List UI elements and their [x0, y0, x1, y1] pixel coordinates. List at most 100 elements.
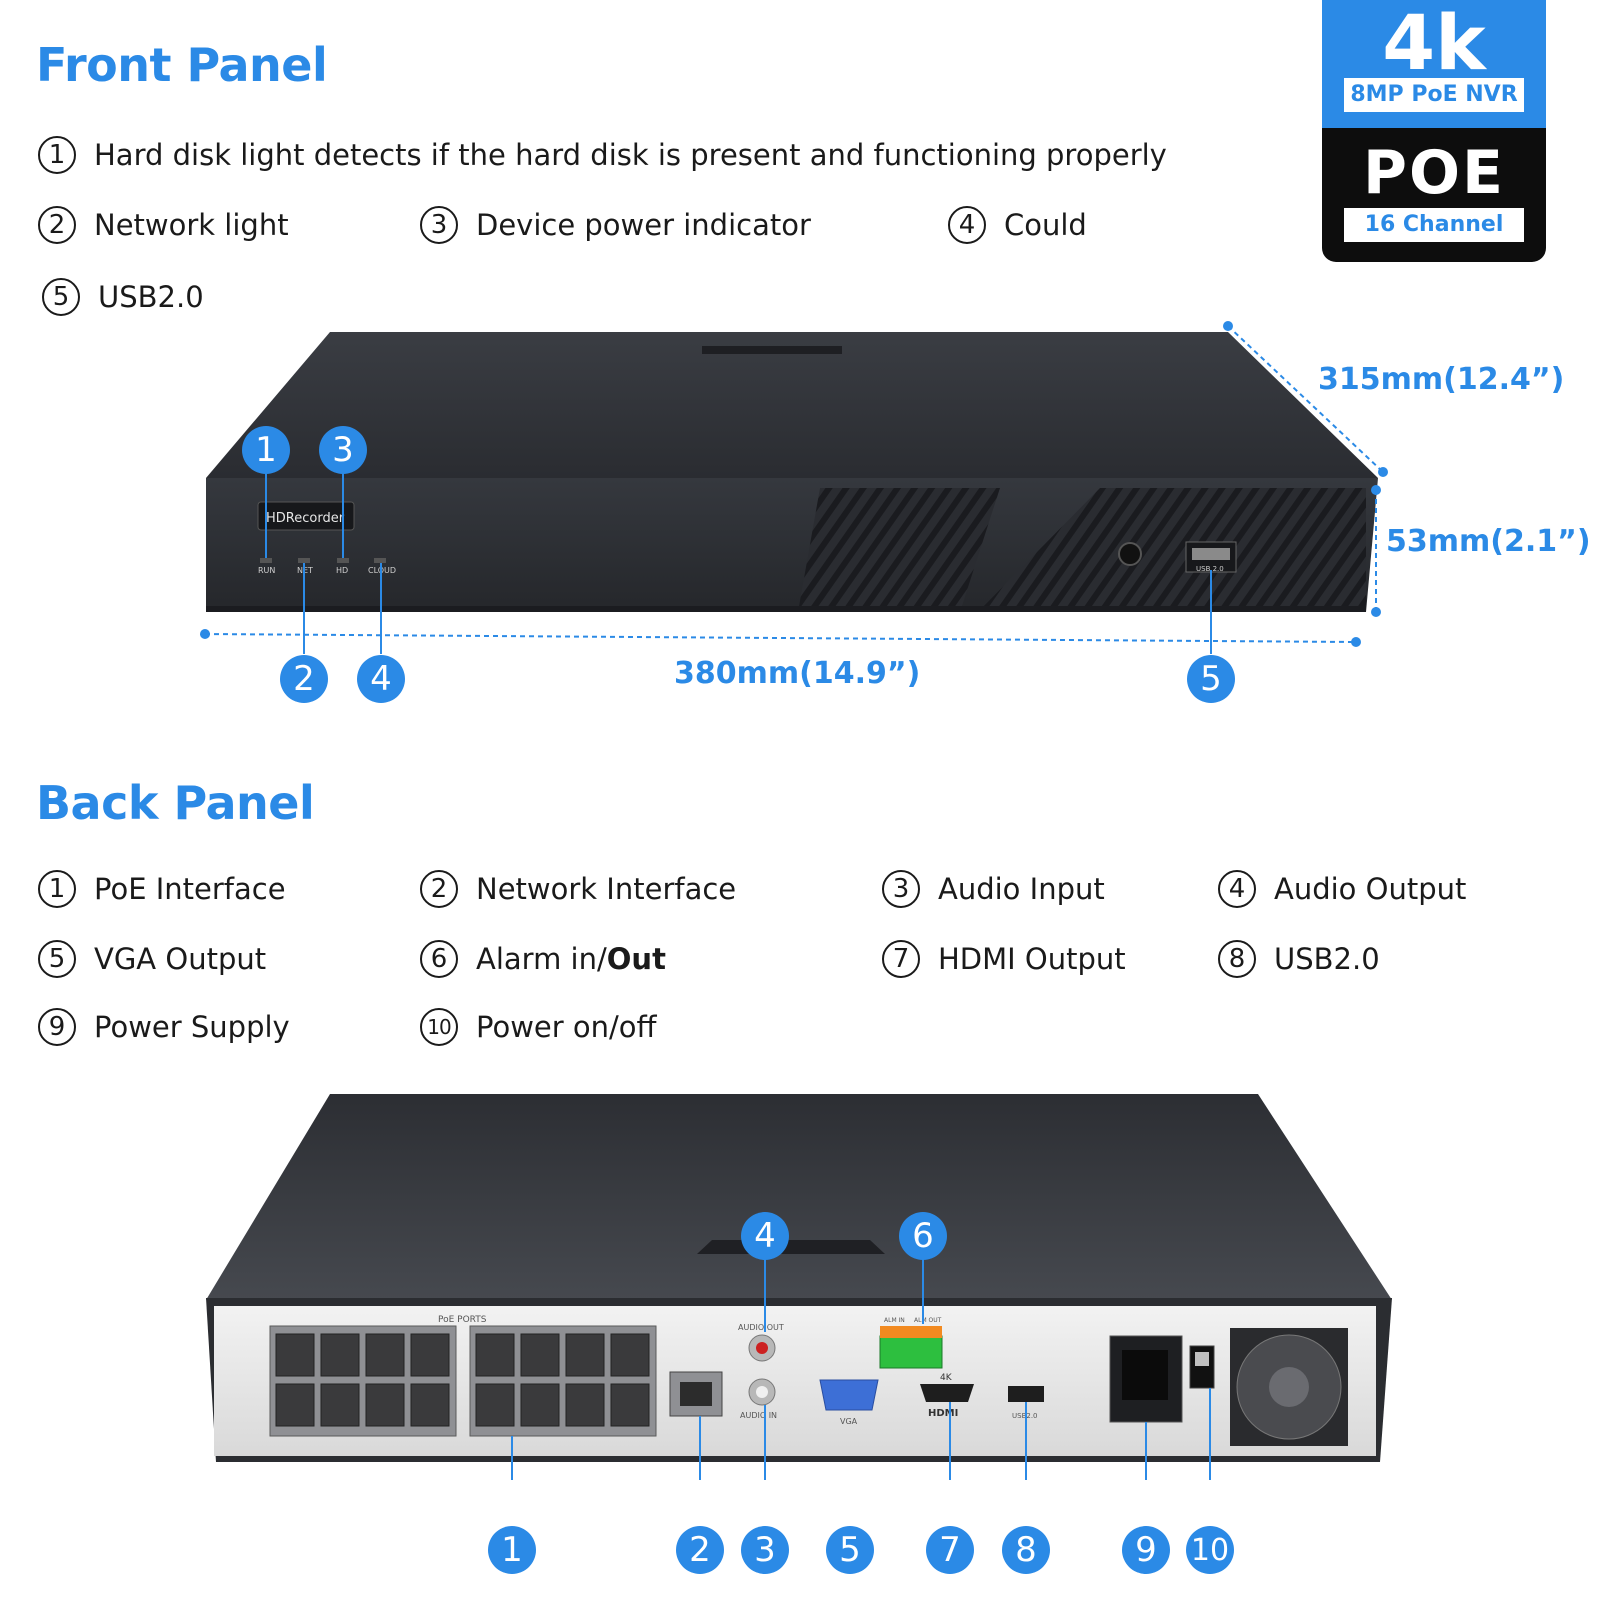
front-legend-item-1: 1 Hard disk light detects if the hard di…: [38, 136, 1167, 174]
back-legend-item-9: 9 Power Supply: [38, 1008, 290, 1046]
legend-label: Audio Input: [938, 872, 1105, 906]
vga-port: [819, 1379, 879, 1411]
back-legend-item-1: 1 PoE Interface: [38, 870, 286, 908]
legend-label: Alarm in/Out: [476, 942, 666, 976]
back-legend-item-10: 10 Power on/off: [420, 1008, 657, 1046]
label-plate: [257, 501, 355, 531]
product-badge: 4k 8MP PoE NVR POE 16 Channel: [1322, 0, 1546, 262]
led-run: [260, 558, 272, 563]
legend-label: VGA Output: [94, 942, 267, 976]
front-legend-item-4: 4 Could: [948, 206, 1087, 244]
top-vent: [697, 1240, 885, 1254]
device-label: HDRecorder: [266, 511, 345, 526]
rj45-port: [610, 1383, 650, 1427]
rj45-port: [275, 1383, 315, 1427]
rj45-port: [365, 1383, 405, 1427]
rj45-port: [410, 1333, 450, 1377]
audio-in-center: [756, 1386, 768, 1398]
front-legend-item-5: 5 USB2.0: [42, 278, 204, 316]
rj45-port: [610, 1333, 650, 1377]
led-label-cloud: CLOUD: [368, 566, 396, 575]
front-panel-title: Front Panel: [36, 38, 328, 92]
rj45-port: [520, 1383, 560, 1427]
network-port-hole: [680, 1382, 712, 1406]
legend-label: USB2.0: [1274, 942, 1380, 976]
power-button: [1118, 542, 1142, 566]
legend-label: Device power indicator: [476, 208, 811, 242]
stripe-area-1: [798, 488, 1000, 612]
led-net: [298, 558, 310, 563]
back-device-illustration: PoE PORTS AUDIO OUT AUDIO IN VGA ALM IN …: [206, 1094, 1392, 1480]
back-callout-4: 4: [741, 1212, 789, 1260]
back-legend-item-8: 8 USB2.0: [1218, 940, 1380, 978]
hdmi-label: HDMI: [928, 1408, 958, 1419]
back-device-top: [206, 1094, 1392, 1300]
alarm-terminal-top: [880, 1326, 942, 1338]
back-callout-5: 5: [826, 1526, 874, 1574]
circled-number: 7: [882, 940, 920, 978]
led-label-net: NET: [297, 566, 313, 575]
badge-top: 4k 8MP PoE NVR: [1322, 0, 1546, 128]
legend-label: Power Supply: [94, 1010, 290, 1044]
audio-out-label: AUDIO OUT: [738, 1323, 784, 1332]
badge-resolution: 4k: [1382, 0, 1486, 87]
back-legend-item-3: 3 Audio Input: [882, 870, 1105, 908]
badge-poe-logo: POE: [1363, 138, 1505, 208]
rj45-port: [475, 1333, 515, 1377]
circled-number: 2: [420, 870, 458, 908]
width-dim-end: [200, 629, 210, 639]
power-inlet-socket: [1122, 1350, 1168, 1400]
circled-number: 3: [882, 870, 920, 908]
led-cloud: [374, 558, 386, 563]
width-dim-line: [204, 633, 1357, 643]
back-legend-item-7: 7 HDMI Output: [882, 940, 1126, 978]
legend-label: Network Interface: [476, 872, 737, 906]
badge-bottom: POE 16 Channel: [1322, 128, 1546, 262]
legend-label-regular: Alarm in/: [476, 942, 607, 976]
front-callout-3: 3: [319, 426, 367, 474]
legend-label: Hard disk light detects if the hard disk…: [94, 138, 1167, 172]
legend-label: Network light: [94, 208, 289, 242]
circled-number: 1: [38, 870, 76, 908]
alarm-in-label: ALM IN: [884, 1317, 905, 1324]
stripe-area-2: [978, 488, 1366, 612]
circled-number: 9: [38, 1008, 76, 1046]
back-callout-10: 10: [1186, 1526, 1234, 1574]
badge-channels: 16 Channel: [1344, 208, 1524, 242]
badge-model: 8MP PoE NVR: [1344, 78, 1524, 112]
audio-in-label: AUDIO IN: [740, 1411, 777, 1420]
back-callout-3: 3: [741, 1526, 789, 1574]
circled-number: 6: [420, 940, 458, 978]
back-legend-item-6: 6 Alarm in/Out: [420, 940, 666, 978]
back-usb-port: [1008, 1386, 1044, 1402]
back-legend-item-5: 5 VGA Output: [38, 940, 266, 978]
height-dim-end: [1371, 607, 1381, 617]
back-callout-9: 9: [1122, 1526, 1170, 1574]
hdmi-4k-label: 4K: [940, 1373, 953, 1383]
front-legend-item-3: 3 Device power indicator: [420, 206, 811, 244]
front-legend-item-2: 2 Network light: [38, 206, 289, 244]
legend-label: Could: [1004, 208, 1087, 242]
back-callout-6: 6: [899, 1212, 947, 1260]
led-label-run: RUN: [258, 566, 275, 575]
height-dimension: 53mm(2.1”): [1386, 524, 1591, 559]
depth-dim-end: [1223, 321, 1233, 331]
led-label-hd: HD: [336, 566, 348, 575]
legend-label: USB2.0: [98, 280, 204, 314]
back-callout-8: 8: [1002, 1526, 1050, 1574]
back-usb-label: USB2.0: [1012, 1412, 1038, 1420]
circled-number: 4: [1218, 870, 1256, 908]
back-legend-item-4: 4 Audio Output: [1218, 870, 1466, 908]
rj45-port: [565, 1383, 605, 1427]
rj45-port: [475, 1383, 515, 1427]
rj45-port: [320, 1333, 360, 1377]
power-switch-rocker: [1195, 1352, 1209, 1366]
led-hd: [337, 558, 349, 563]
legend-label: HDMI Output: [938, 942, 1126, 976]
front-callout-5: 5: [1187, 655, 1235, 703]
device-top: [206, 332, 1378, 478]
back-callout-2: 2: [676, 1526, 724, 1574]
circled-number: 10: [420, 1008, 458, 1046]
vga-label: VGA: [840, 1417, 858, 1426]
front-callout-4: 4: [357, 655, 405, 703]
